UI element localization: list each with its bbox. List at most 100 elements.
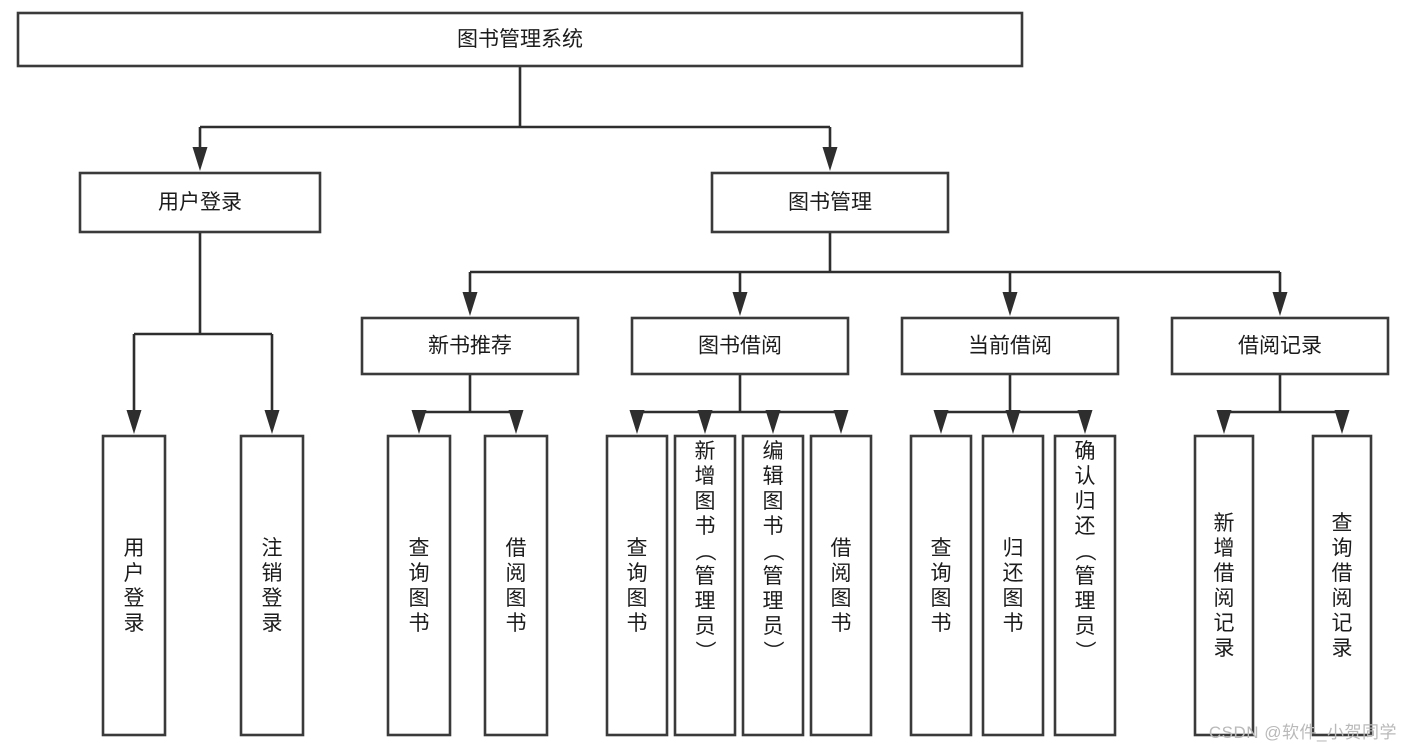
- node-box[interactable]: [809, 434, 873, 737]
- node-leaf-用户登录[interactable]: 用户登录: [101, 434, 167, 737]
- node-box[interactable]: [16, 11, 1024, 68]
- arrow-head-icon: [822, 147, 838, 171]
- node-level2-图书管理[interactable]: 图书管理: [710, 171, 950, 234]
- node-label-char: 借: [506, 537, 527, 560]
- node-label-char: 编: [763, 440, 784, 463]
- node-level3-借阅记录[interactable]: 借阅记录: [1170, 316, 1390, 376]
- node-label-char: 查: [409, 537, 430, 560]
- node-label-char: 图: [1003, 587, 1024, 610]
- arrow-head-icon: [411, 410, 427, 434]
- node-label-char: 借: [831, 537, 852, 560]
- node-label: 借阅记录: [1238, 335, 1322, 358]
- node-label: 用户登录: [158, 191, 242, 214]
- node-label-char: 图: [831, 587, 852, 610]
- node-label-char: 图: [695, 490, 716, 513]
- node-box[interactable]: [239, 434, 305, 737]
- node-label-char: 查: [931, 537, 952, 560]
- node-box[interactable]: [360, 316, 580, 376]
- node-label-char: 管: [695, 565, 716, 588]
- arrow-head-icon: [1005, 410, 1021, 434]
- arrow-head-icon: [933, 410, 949, 434]
- node-label-char: 书: [506, 612, 527, 635]
- arrow-head-icon: [1216, 410, 1232, 434]
- node-label-char: 员: [695, 615, 716, 638]
- arrow-head-icon: [508, 410, 524, 434]
- arrow-head-icon: [1002, 292, 1018, 316]
- node-box[interactable]: [605, 434, 669, 737]
- node-label-char: （: [1073, 541, 1096, 562]
- arrow-head-icon: [697, 410, 713, 434]
- node-label-char: 理: [1075, 590, 1096, 613]
- node-box[interactable]: [1311, 434, 1373, 737]
- node-label-char: 理: [695, 590, 716, 613]
- arrow-head-icon: [732, 292, 748, 316]
- arrow-head-icon: [765, 410, 781, 434]
- node-box[interactable]: [483, 434, 549, 737]
- node-box[interactable]: [981, 434, 1045, 737]
- node-label-char: 登: [124, 587, 145, 610]
- node-box[interactable]: [386, 434, 452, 737]
- node-label-char: 还: [1003, 562, 1024, 585]
- node-box[interactable]: [101, 434, 167, 737]
- node-label-char: 新: [1214, 512, 1235, 535]
- arrow-head-icon: [462, 292, 478, 316]
- node-label-char: 书: [627, 612, 648, 635]
- node-level3-当前借阅[interactable]: 当前借阅: [900, 316, 1120, 376]
- connector-records-to-leaves: [1216, 374, 1350, 434]
- node-box[interactable]: [900, 316, 1120, 376]
- node-box[interactable]: [78, 171, 322, 234]
- node-label-char: 录: [1332, 637, 1353, 660]
- node-box[interactable]: [710, 171, 950, 234]
- node-label-char: ）: [1073, 641, 1096, 662]
- node-box[interactable]: [741, 434, 805, 737]
- node-label: 图书管理系统: [457, 28, 583, 51]
- node-label-char: 记: [1214, 612, 1235, 635]
- node-box[interactable]: [673, 434, 737, 737]
- node-label-char: 书: [409, 612, 430, 635]
- node-label-char: 书: [763, 515, 784, 538]
- node-box[interactable]: [630, 316, 850, 376]
- node-level3-图书借阅[interactable]: 图书借阅: [630, 316, 850, 376]
- node-box[interactable]: [1170, 316, 1390, 376]
- node-label-char: 询: [1332, 537, 1353, 560]
- node-label-char: 注: [262, 537, 283, 560]
- node-level3-新书推荐[interactable]: 新书推荐: [360, 316, 580, 376]
- node-label-char: 确: [1075, 440, 1096, 463]
- node-root-图书管理系统[interactable]: 图书管理系统: [16, 11, 1024, 68]
- node-label-char: 图: [763, 490, 784, 513]
- node-label-char: 图: [627, 587, 648, 610]
- connector-book-manage-to-level3: [462, 232, 1288, 316]
- arrow-head-icon: [1334, 410, 1350, 434]
- node-label-char: 录: [1214, 637, 1235, 660]
- node-label-char: 归: [1075, 490, 1096, 513]
- node-label-char: 辑: [763, 465, 784, 488]
- node-label-char: 用: [124, 537, 145, 560]
- node-box[interactable]: [1193, 434, 1255, 737]
- node-label-char: 认: [1075, 465, 1096, 488]
- node-label-char: 管: [1075, 565, 1096, 588]
- node-label-char: 还: [1075, 515, 1096, 538]
- node-level2-用户登录[interactable]: 用户登录: [78, 171, 322, 234]
- node-label-char: 书: [931, 612, 952, 635]
- arrow-head-icon: [192, 147, 208, 171]
- node-box[interactable]: [1053, 434, 1117, 737]
- node-box[interactable]: [909, 434, 973, 737]
- node-label-char: 户: [124, 562, 145, 585]
- node-label-char: 询: [627, 562, 648, 585]
- node-label-char: 书: [831, 612, 852, 635]
- node-label-char: 录: [262, 612, 283, 635]
- node-label-char: （: [693, 541, 716, 562]
